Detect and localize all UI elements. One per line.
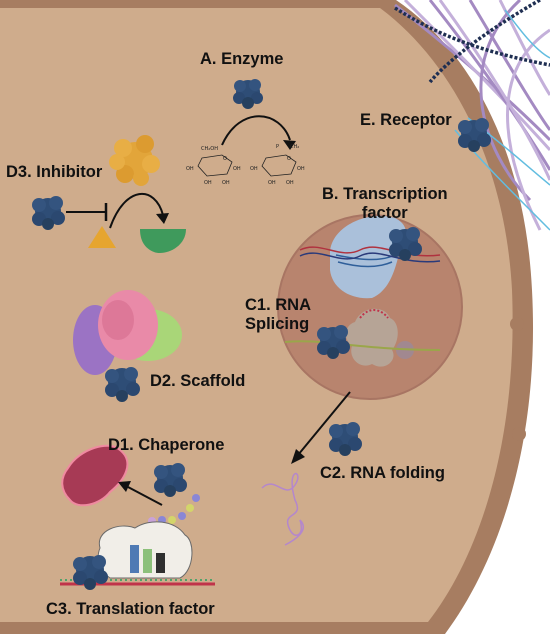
- transcription-factor-protein: [389, 227, 422, 261]
- rna-folding-protein: [329, 422, 362, 456]
- label-scaffold: D2. Scaffold: [150, 372, 246, 390]
- svg-text:OH: OH: [297, 166, 305, 172]
- folded-rna: [261, 472, 305, 546]
- cytoskeleton: [394, 0, 550, 231]
- inhibitor-arrow-head: [156, 213, 169, 224]
- label-enzyme: A. Enzyme: [200, 50, 284, 68]
- inhibitor-target-enzyme: [109, 135, 160, 186]
- label-rna-splicing: C1. RNA Splicing: [245, 296, 312, 333]
- folding-arrow: [127, 486, 163, 506]
- label-chaperone: D1. Chaperone: [108, 436, 225, 454]
- splicing-factor-protein: [317, 325, 350, 359]
- scaffold-complex: [73, 290, 182, 375]
- dna-strand: [299, 252, 441, 263]
- svg-text:CH₂: CH₂: [290, 144, 299, 150]
- scaffold-protein: [105, 367, 140, 402]
- folding-arrow-head: [118, 481, 131, 492]
- svg-text:CH₂OH: CH₂OH: [201, 146, 218, 152]
- glucose-structure: CH₂OH O OH OH OH OH: [186, 146, 241, 186]
- svg-text:O: O: [223, 156, 227, 162]
- svg-text:OH: OH: [233, 166, 241, 172]
- label-transcription-factor: B. Transcription factor: [322, 185, 448, 222]
- membrane-bump: [510, 317, 524, 331]
- inhibitor-reaction-arrow: [109, 192, 164, 229]
- svg-text:OH: OH: [286, 180, 294, 186]
- svg-text:OH: OH: [268, 180, 276, 186]
- product-halfcircle: [140, 229, 186, 254]
- receptor-protein: [458, 118, 491, 152]
- export-arrow: [297, 391, 351, 456]
- chaperone-protein: [154, 463, 187, 497]
- misfolded-client-protein: [61, 444, 129, 507]
- label-receptor: E. Receptor: [360, 111, 452, 129]
- enzyme-protein: [233, 79, 263, 109]
- svg-text:OH: OH: [186, 166, 194, 172]
- svg-text:OH: OH: [250, 166, 258, 172]
- substrate-triangle: [88, 226, 116, 248]
- ribosome: [97, 521, 193, 579]
- label-translation-factor: C3. Translation factor: [46, 600, 215, 618]
- enzyme-arrow-head: [283, 140, 296, 150]
- enzyme-reaction-arrow: [221, 115, 291, 146]
- label-rna-folding: C2. RNA folding: [320, 464, 445, 482]
- svg-text:P: P: [276, 144, 279, 150]
- membrane-bump: [512, 427, 526, 441]
- label-inhibitor: D3. Inhibitor: [6, 163, 103, 181]
- glucose-phosphate-structure: P CH₂ O OH OH OH OH: [250, 144, 305, 186]
- svg-text:OH: OH: [204, 180, 212, 186]
- inhibitor-protein: [32, 196, 65, 230]
- svg-text:OH: OH: [222, 180, 230, 186]
- svg-text:O: O: [287, 156, 291, 162]
- export-arrow-head: [291, 449, 305, 464]
- translation-factor-protein: [73, 555, 108, 590]
